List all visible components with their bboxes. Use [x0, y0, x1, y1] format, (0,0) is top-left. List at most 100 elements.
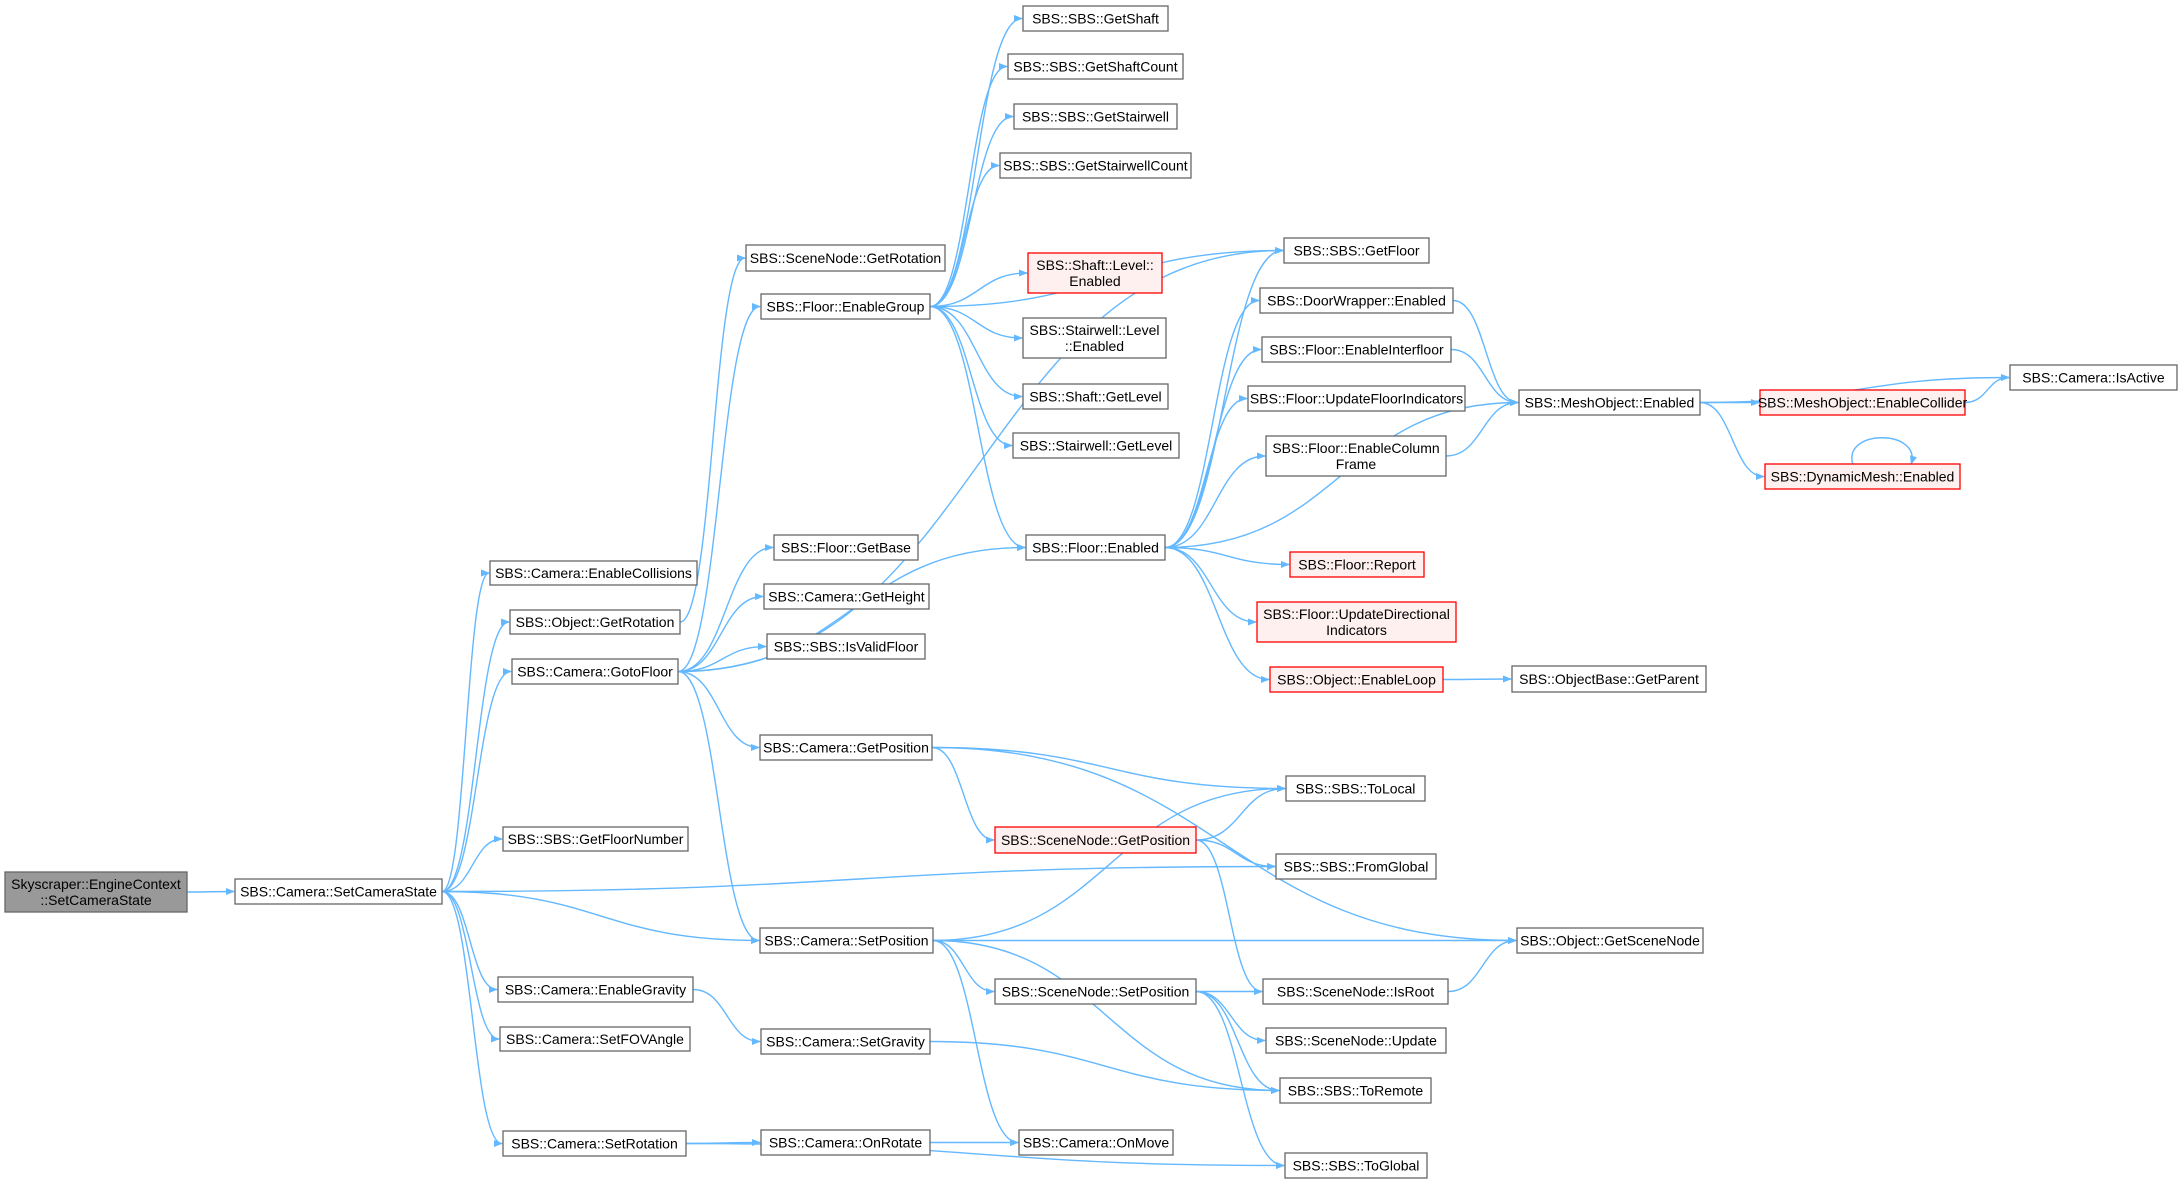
- node-getshaftcount[interactable]: SBS::SBS::GetShaftCount: [1007, 53, 1184, 80]
- node-box-shaftlevelenabled: [1027, 252, 1163, 294]
- node-sn_setposition[interactable]: SBS::SceneNode::SetPosition: [994, 978, 1197, 1005]
- edge-floorenabled-to-floorreport: [1164, 546, 1290, 569]
- node-getshaft[interactable]: SBS::SBS::GetShaft: [1022, 5, 1169, 32]
- node-sn_getrotation[interactable]: SBS::SceneNode::GetRotation: [745, 244, 946, 272]
- node-label-enableinterfloor: SBS::Floor::EnableInterfloor: [1269, 342, 1444, 358]
- node-getheight[interactable]: SBS::Camera::GetHeight: [763, 583, 930, 610]
- node-label-meshobjectenabled: SBS::MeshObject::Enabled: [1525, 395, 1695, 411]
- node-getstairwellcount[interactable]: SBS::SBS::GetStairwellCount: [999, 152, 1192, 179]
- node-box-tolocal: [1285, 775, 1426, 802]
- node-box-meshobjectenabled: [1518, 389, 1701, 416]
- node-dynamicmeshenabled[interactable]: SBS::DynamicMesh::Enabled: [1764, 463, 1961, 490]
- node-label-stairwelllevelenabled-line1: ::Enabled: [1065, 338, 1124, 354]
- node-label-getstairwellcount: SBS::SBS::GetStairwellCount: [1003, 158, 1188, 174]
- node-onrotate[interactable]: SBS::Camera::OnRotate: [760, 1129, 931, 1156]
- node-sn_update[interactable]: SBS::SceneNode::Update: [1265, 1027, 1447, 1054]
- node-box-enablegravity: [497, 976, 694, 1003]
- node-box-gotofloor: [511, 658, 679, 685]
- node-label-sn_getposition: SBS::SceneNode::GetPosition: [1001, 832, 1190, 848]
- edge-setcamerastate-to-setrotation: [441, 890, 503, 1148]
- node-isroot[interactable]: SBS::SceneNode::IsRoot: [1262, 978, 1449, 1005]
- node-cam_getposition[interactable]: SBS::Camera::GetPosition: [759, 734, 933, 761]
- node-doorwrapperenabled[interactable]: SBS::DoorWrapper::Enabled: [1259, 287, 1454, 314]
- edge-cam_getposition-to-sn_getposition: [931, 746, 995, 844]
- node-fromglobal[interactable]: SBS::SBS::FromGlobal: [1275, 853, 1437, 880]
- node-isvalidfloor[interactable]: SBS::SBS::IsValidFloor: [766, 633, 926, 660]
- node-box-setcamerastate: [234, 878, 443, 905]
- node-stairwellgetlevel[interactable]: SBS::Stairwell::GetLevel: [1012, 432, 1180, 459]
- edge-sn_getposition-to-fromglobal: [1195, 839, 1276, 871]
- node-setcamerastate[interactable]: SBS::Camera::SetCameraState: [234, 878, 443, 905]
- node-label-floorreport: SBS::Floor::Report: [1298, 557, 1416, 573]
- node-label-enablegroup: SBS::Floor::EnableGroup: [767, 299, 925, 315]
- node-getstairwell[interactable]: SBS::SBS::GetStairwell: [1013, 103, 1178, 130]
- node-isactive[interactable]: SBS::Camera::IsActive: [2009, 364, 2178, 391]
- node-box-isactive: [2009, 364, 2178, 391]
- node-label-getstairwell: SBS::SBS::GetStairwell: [1022, 109, 1169, 125]
- edge-enablegroup-to-stairwellgetlevel: [929, 305, 1013, 450]
- node-box-floorenabled: [1025, 534, 1166, 561]
- node-getfloor[interactable]: SBS::SBS::GetFloor: [1283, 237, 1430, 264]
- node-stairwelllevelenabled[interactable]: SBS::Stairwell::Level::Enabled: [1022, 317, 1167, 359]
- edge-enableinterfloor-to-meshobjectenabled: [1450, 348, 1519, 407]
- edge-gotofloor-to-cam_getposition: [677, 670, 760, 752]
- node-toglobal[interactable]: SBS::SBS::ToGlobal: [1284, 1152, 1428, 1179]
- node-enablegroup[interactable]: SBS::Floor::EnableGroup: [760, 293, 931, 320]
- node-getscenenode[interactable]: SBS::Object::GetSceneNode: [1516, 927, 1704, 954]
- node-toremote[interactable]: SBS::SBS::ToRemote: [1279, 1077, 1432, 1104]
- node-shaftgetlevel[interactable]: SBS::Shaft::GetLevel: [1022, 383, 1169, 410]
- node-label-sn_setposition: SBS::SceneNode::SetPosition: [1002, 984, 1190, 1000]
- node-sn_getposition[interactable]: SBS::SceneNode::GetPosition: [994, 826, 1197, 854]
- node-shaftlevelenabled[interactable]: SBS::Shaft::Level::Enabled: [1027, 252, 1163, 294]
- node-label-updatedirectional-line0: SBS::Floor::UpdateDirectional: [1263, 606, 1450, 622]
- edge-sn_setposition-to-toremote: [1195, 990, 1280, 1095]
- node-meshobjectenabled[interactable]: SBS::MeshObject::Enabled: [1518, 389, 1701, 416]
- node-getbase[interactable]: SBS::Floor::GetBase: [773, 534, 919, 561]
- node-box-enablegroup: [760, 293, 931, 320]
- node-getparent[interactable]: SBS::ObjectBase::GetParent: [1511, 665, 1707, 693]
- node-box-dynamicmeshenabled: [1764, 463, 1961, 490]
- node-label-getfloornumber: SBS::SBS::GetFloorNumber: [508, 831, 684, 847]
- node-box-shaftgetlevel: [1022, 383, 1169, 410]
- edge-floorenabled-to-doorwrapperenabled: [1164, 296, 1260, 549]
- node-label-enablecollisions: SBS::Camera::EnableCollisions: [495, 565, 692, 581]
- node-box-onmove: [1018, 1129, 1174, 1156]
- node-setrotation[interactable]: SBS::Camera::SetRotation: [502, 1130, 687, 1157]
- node-setfovangle[interactable]: SBS::Camera::SetFOVAngle: [499, 1026, 691, 1052]
- node-onmove[interactable]: SBS::Camera::OnMove: [1018, 1129, 1174, 1156]
- node-box-setgravity: [760, 1028, 931, 1055]
- node-box-getscenenode: [1516, 927, 1704, 954]
- node-label-enablecolumnframe-line1: Frame: [1336, 456, 1377, 472]
- node-floorreport[interactable]: SBS::Floor::Report: [1289, 551, 1425, 578]
- node-cam_setposition[interactable]: SBS::Camera::SetPosition: [759, 927, 934, 954]
- node-label-getheight: SBS::Camera::GetHeight: [768, 589, 925, 605]
- node-getfloornumber[interactable]: SBS::SBS::GetFloorNumber: [502, 826, 689, 852]
- node-label-floorenabled: SBS::Floor::Enabled: [1032, 540, 1159, 556]
- node-enableinterfloor[interactable]: SBS::Floor::EnableInterfloor: [1261, 336, 1452, 363]
- node-obj_getrotation[interactable]: SBS::Object::GetRotation: [509, 609, 681, 635]
- node-label-getfloor: SBS::SBS::GetFloor: [1293, 243, 1419, 259]
- edge-floorenabled-to-updatedirectional: [1164, 546, 1257, 626]
- node-enableloop[interactable]: SBS::Object::EnableLoop: [1269, 666, 1444, 693]
- node-tolocal[interactable]: SBS::SBS::ToLocal: [1285, 775, 1426, 802]
- node-label-root-line0: Skyscraper::EngineContext: [11, 876, 181, 892]
- node-enablecollisions[interactable]: SBS::Camera::EnableCollisions: [489, 560, 698, 586]
- node-label-getparent: SBS::ObjectBase::GetParent: [1519, 671, 1699, 687]
- node-floorenabled[interactable]: SBS::Floor::Enabled: [1025, 534, 1166, 561]
- node-label-setgravity: SBS::Camera::SetGravity: [766, 1034, 925, 1050]
- node-box-getshaftcount: [1007, 53, 1184, 80]
- node-updatefloorindicators[interactable]: SBS::Floor::UpdateFloorIndicators: [1247, 385, 1466, 412]
- node-label-onrotate: SBS::Camera::OnRotate: [769, 1135, 923, 1151]
- node-label-shaftlevelenabled-line0: SBS::Shaft::Level::: [1036, 257, 1154, 273]
- edge-obj_getrotation-to-sn_getrotation: [679, 254, 746, 623]
- node-enablegravity[interactable]: SBS::Camera::EnableGravity: [497, 976, 694, 1003]
- node-enablecollider[interactable]: SBS::MeshObject::EnableCollider: [1758, 389, 1968, 416]
- node-setgravity[interactable]: SBS::Camera::SetGravity: [760, 1028, 931, 1055]
- node-root[interactable]: Skyscraper::EngineContext::SetCameraStat…: [4, 871, 188, 913]
- node-label-sn_getrotation: SBS::SceneNode::GetRotation: [750, 250, 941, 266]
- node-box-stairwelllevelenabled: [1022, 317, 1167, 359]
- node-box-getstairwell: [1013, 103, 1178, 130]
- node-gotofloor[interactable]: SBS::Camera::GotoFloor: [511, 658, 679, 685]
